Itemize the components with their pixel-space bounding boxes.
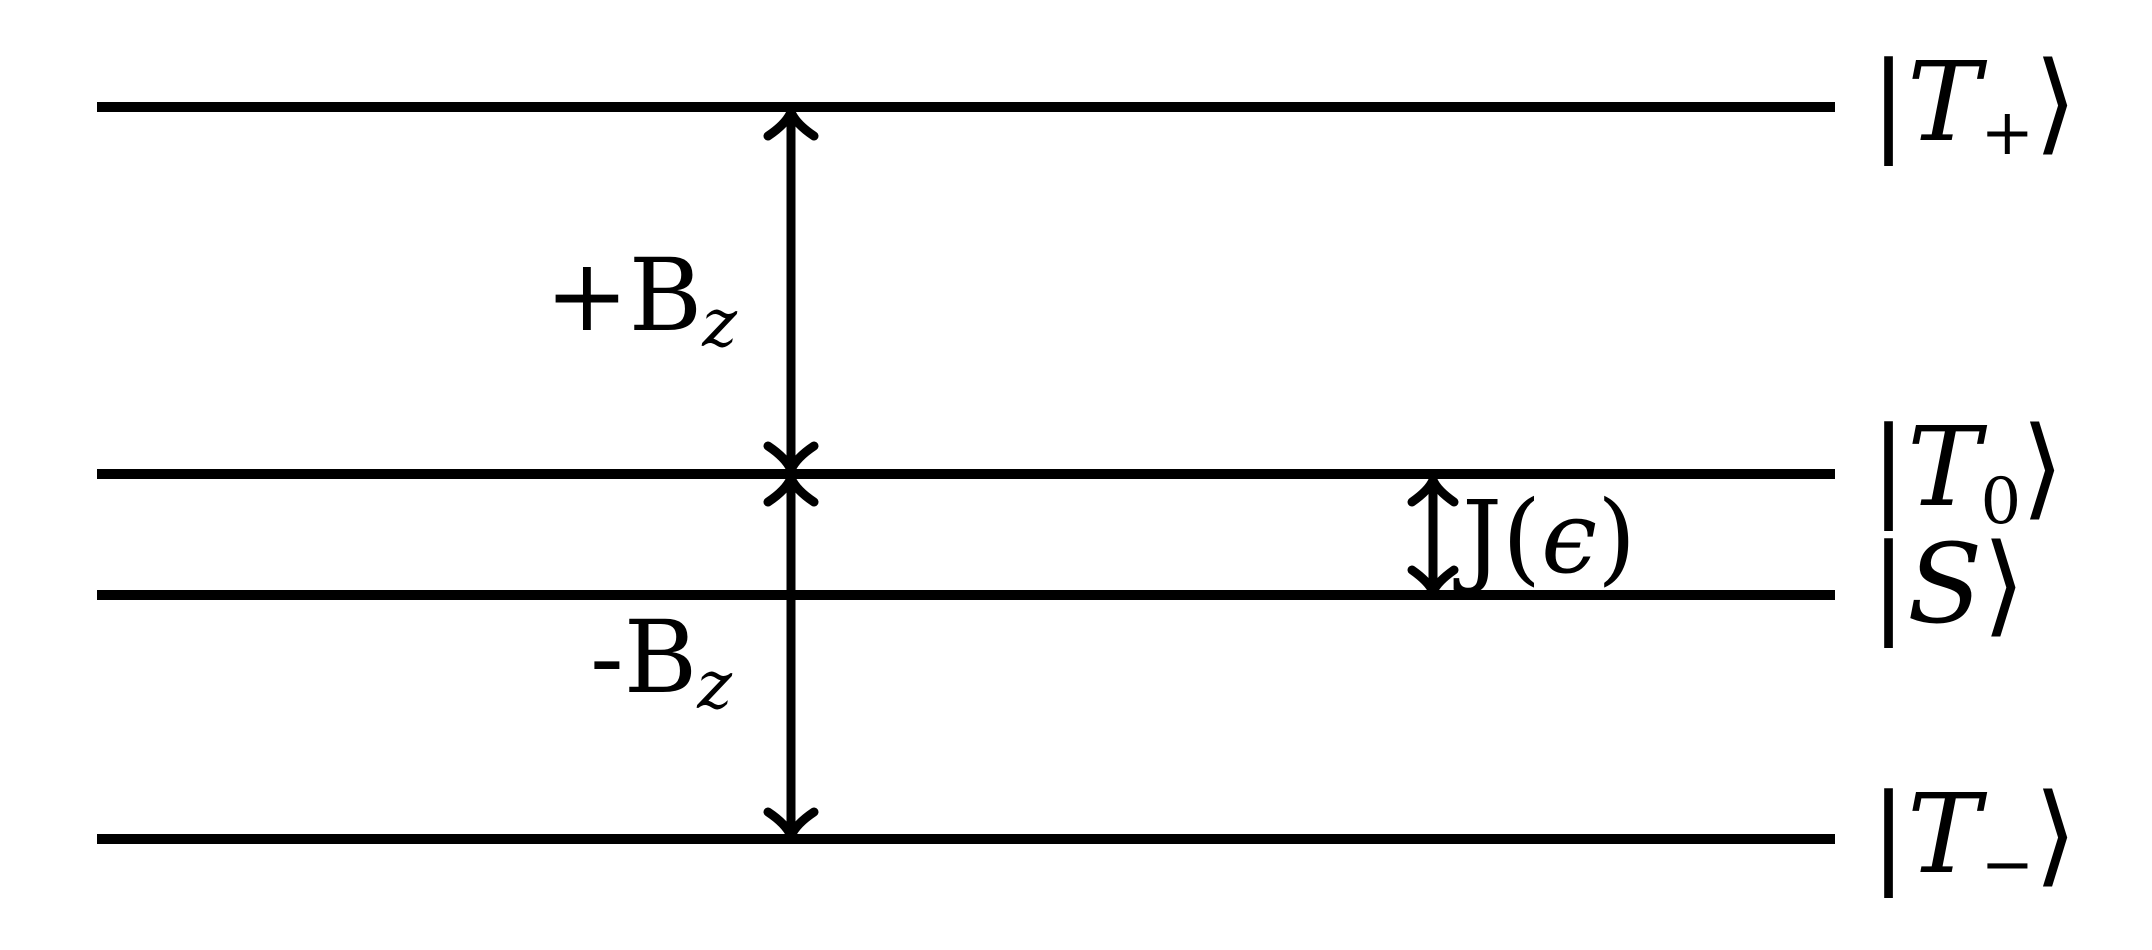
bz-plus-symbol: B: [629, 237, 703, 354]
ket-t-zero-close: ⟩: [2021, 403, 2064, 531]
ket-t-minus-subscript: −: [1980, 828, 2034, 902]
ket-t-minus: |T−⟩: [1870, 770, 2077, 902]
bz-minus-symbol: B: [624, 599, 698, 716]
exchange-open-paren: (: [1502, 479, 1541, 596]
ket-t-minus-close: ⟩: [2034, 770, 2077, 898]
exchange-close-paren: ): [1597, 479, 1636, 596]
exchange-symbol: J: [1453, 479, 1502, 596]
ket-t-plus-close: ⟩: [2034, 38, 2077, 166]
bz-plus-sign: +: [545, 237, 629, 354]
ket-t-minus-open: |: [1870, 770, 1907, 898]
ket-t-zero-state: T: [1907, 403, 1988, 531]
exchange-arg: ϵ: [1541, 479, 1597, 596]
exchange-arrow: [1407, 475, 1459, 597]
ket-t-plus-state: T: [1907, 38, 1988, 166]
exchange-label: J(ϵ): [1453, 479, 1636, 596]
bz-minus-label: -Bz: [590, 599, 733, 724]
bz-plus-subscript: z: [701, 285, 738, 362]
ket-s-open: |: [1870, 520, 1907, 648]
ket-t-zero-open: |: [1870, 403, 1907, 531]
bz-minus-arrow: [763, 473, 819, 841]
ket-t-plus: |T+⟩: [1870, 38, 2077, 170]
ket-s-state: S: [1907, 520, 1982, 648]
bz-minus-sign: -: [590, 599, 624, 716]
bz-minus-subscript: z: [696, 647, 733, 724]
ket-t-zero: |T0⟩: [1870, 403, 2064, 539]
ket-t-plus-open: |: [1870, 38, 1907, 166]
bz-plus-arrow: [763, 107, 819, 475]
ket-t-plus-subscript: +: [1980, 96, 2034, 170]
bz-plus-label: +Bz: [545, 237, 738, 362]
ket-t-minus-state: T: [1907, 770, 1988, 898]
ket-s: |S⟩: [1870, 520, 2025, 648]
ket-s-close: ⟩: [1982, 520, 2025, 648]
ket-t-zero-subscript: 0: [1980, 465, 2021, 539]
